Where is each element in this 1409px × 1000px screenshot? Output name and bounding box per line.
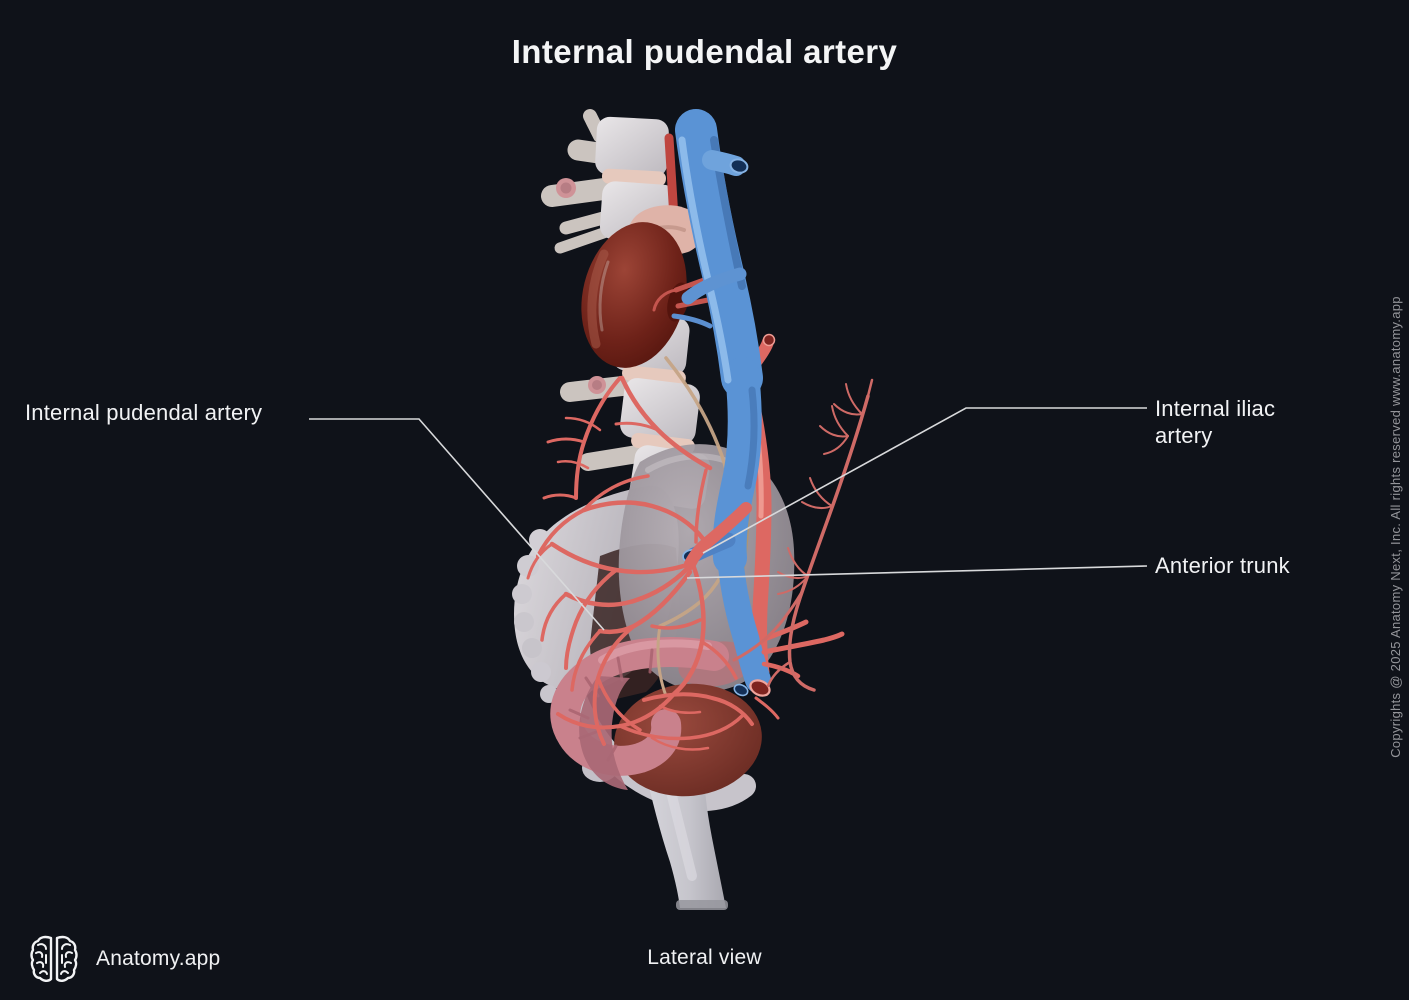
internal-iliac-artery-graphic (526, 375, 845, 751)
page-title: Internal pudendal artery (511, 33, 898, 70)
aorta-graphic (664, 133, 679, 223)
leader-line-internal-pudendal-artery (309, 418, 605, 631)
anatomy-app-logo-icon (30, 935, 78, 983)
leader-line-anterior-trunk (686, 565, 1148, 579)
copyright-text: Copyrights @ 2025 Anatomy Next, Inc. All… (1388, 296, 1403, 758)
lateral-sacral-artery-graphic (732, 378, 874, 692)
label-anterior-trunk[interactable]: Anterior trunk (1155, 553, 1290, 578)
kidney-graphic (581, 205, 713, 368)
leader-lines (309, 407, 1148, 631)
label-internal-pudendal-artery[interactable]: Internal pudendal artery (25, 400, 263, 425)
view-label: Lateral view (647, 946, 762, 969)
brand: Anatomy.app (28, 930, 220, 988)
brand-name: Anatomy.app (96, 947, 221, 970)
label-internal-iliac-artery[interactable]: Internal iliac artery (1155, 396, 1276, 448)
leader-line-internal-iliac-artery (702, 407, 1147, 554)
